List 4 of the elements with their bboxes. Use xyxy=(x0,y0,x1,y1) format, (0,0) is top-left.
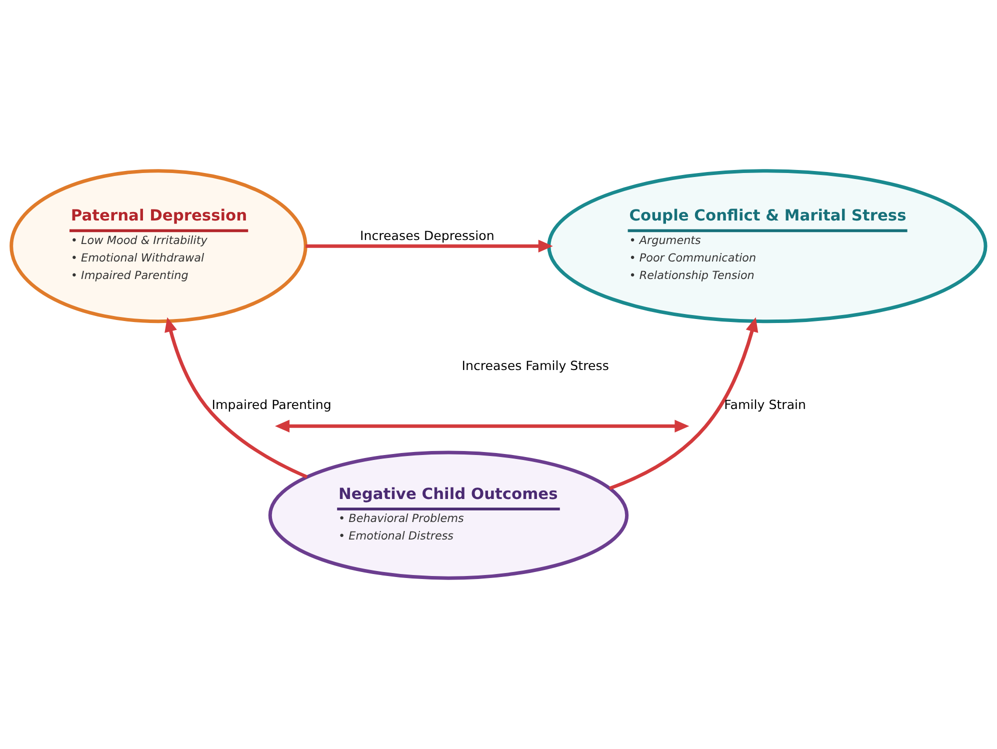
label: Increases Family Stress xyxy=(462,358,609,373)
edge-label: Impaired Parenting xyxy=(212,397,332,412)
edge-label: Family Strain xyxy=(724,397,806,412)
edge-label: Increases Depression xyxy=(360,228,494,244)
